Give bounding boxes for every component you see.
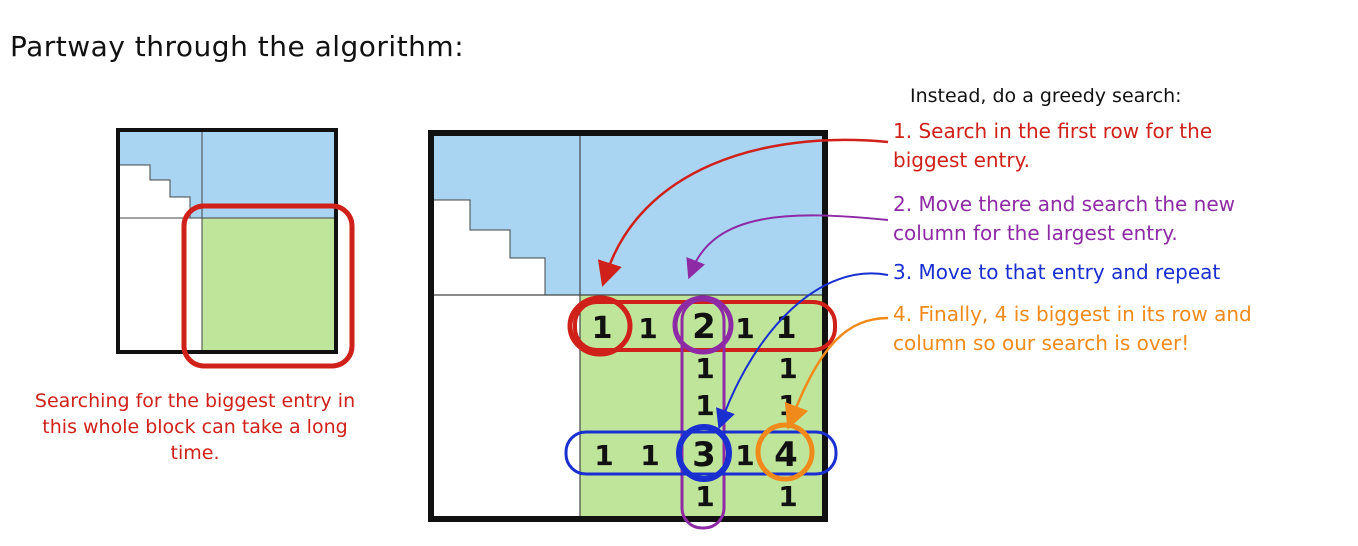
column-number: 1 [695, 352, 714, 385]
small-matrix-staircase-line [120, 164, 191, 218]
greedy-heading: Instead, do a greedy search: [910, 85, 1182, 107]
step-3-line-1: 3. Move to that entry and repeat [893, 260, 1221, 284]
column-number: 1 [778, 389, 797, 422]
arrow-step-2 [686, 214, 889, 280]
step-2: 2. Move there and search the new column … [893, 190, 1235, 248]
bottom-numbers: 1 1 [695, 480, 797, 513]
step-2-line-2: column for the largest entry. [893, 221, 1178, 245]
column-number: 1 [695, 389, 714, 422]
row1-number: 1 [592, 311, 613, 346]
page-title: Partway through the algorithm: [10, 30, 465, 63]
row1-number: 2 [692, 307, 716, 347]
row2-number: 1 [640, 439, 659, 472]
row1-number: 1 [776, 311, 797, 346]
step-4-line-2: column so our search is over! [893, 331, 1190, 355]
step-2-line-1: 2. Move there and search the new [893, 192, 1235, 216]
entry-circle-red [567, 295, 633, 357]
row2-number: 1 [594, 439, 613, 472]
row-highlight-blue [564, 430, 838, 476]
row2-number: 1 [735, 439, 754, 472]
row2-number: 3 [692, 435, 716, 475]
row1-numbers: 1 1 2 1 1 [592, 307, 797, 347]
row1-number: 1 [638, 312, 657, 345]
arrow-step-1 [597, 138, 889, 287]
step-3: 3. Move to that entry and repeat [893, 258, 1220, 287]
entry-circle-purple [672, 295, 734, 355]
step-1-line-2: biggest entry. [893, 148, 1030, 172]
bottom-number: 1 [778, 480, 797, 513]
row2-number: 4 [774, 435, 798, 475]
large-matrix-staircase-line [433, 199, 546, 295]
small-matrix-green-block [202, 218, 334, 350]
row1-number: 1 [735, 312, 754, 345]
arrow-step-3 [716, 272, 889, 430]
small-matrix-border [116, 128, 338, 354]
step-1: 1. Search in the first row for the bigge… [893, 117, 1212, 175]
row2-numbers: 1 1 3 1 4 [594, 435, 798, 475]
arrow-step-4 [784, 316, 889, 430]
search-region-highlight [181, 203, 355, 369]
step-4-line-1: 4. Finally, 4 is biggest in its row and [893, 302, 1252, 326]
left-caption: Searching for the biggest entry in this … [34, 390, 356, 464]
large-matrix-staircase [433, 200, 545, 295]
step-4: 4. Finally, 4 is biggest in its row and … [893, 300, 1252, 358]
step-1-line-1: 1. Search in the first row for the [893, 119, 1213, 143]
small-matrix [116, 128, 355, 369]
column-number: 1 [778, 352, 797, 385]
entry-circle-blue [676, 424, 732, 482]
small-matrix-staircase [120, 165, 190, 218]
bottom-number: 1 [695, 480, 714, 513]
large-matrix-border [428, 130, 828, 522]
